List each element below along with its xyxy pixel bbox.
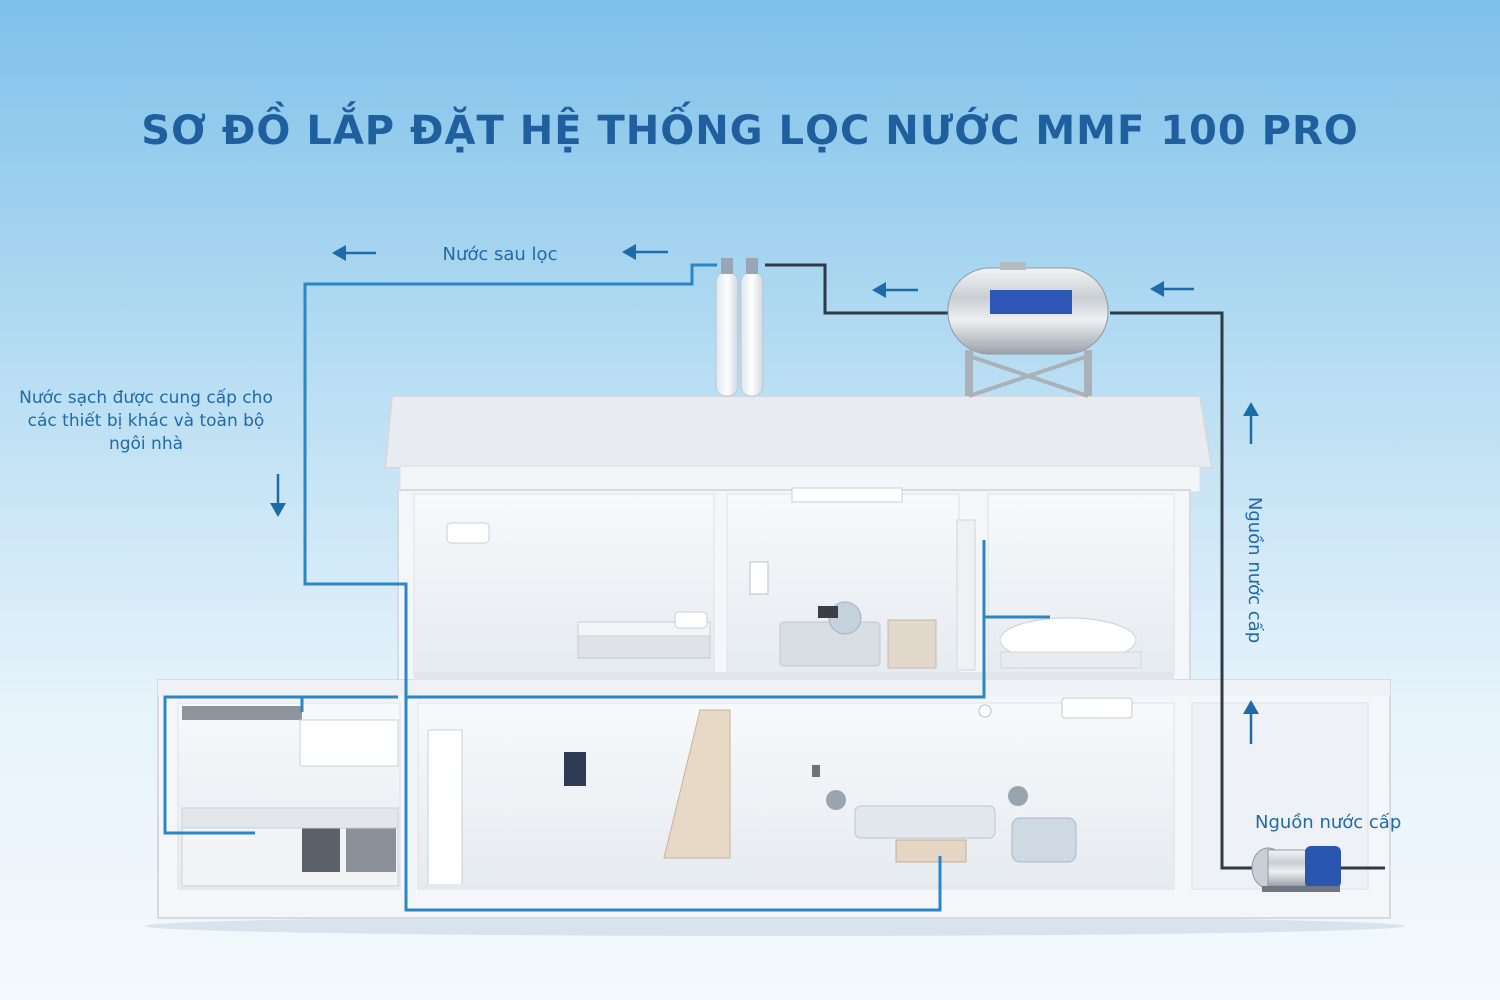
left-arrow-icon [622,244,668,260]
up-arrow-icon [1243,700,1259,744]
label-water-source-vertical: Nguồn nước cấp [1244,496,1265,644]
left-arrow-icon [1150,281,1194,297]
water-tank-icon [947,262,1109,398]
up-arrow-icon [1243,402,1259,444]
raw-pipe-tank-to-filter [765,263,948,315]
raw-water-pipes [765,263,1385,870]
roof [383,395,1214,469]
left-arrow-icon [332,245,376,261]
clean-pipe-bath [406,540,986,699]
label-water-after-filter: Nước sau lọc [442,244,558,265]
filter-column-icon [715,258,764,397]
label-water-source: Nguồn nước cấp [1255,812,1402,833]
diagram-title: SƠ ĐỒ LẮP ĐẶT HỆ THỐNG LỌC NƯỚC MMF 100 … [141,108,1359,154]
house [145,395,1405,936]
clean-pipe-kitchen [163,695,398,835]
label-clean-water-supply: Nước sạch được cung cấp cho các thiết bị… [19,388,273,454]
left-arrow-icon [872,282,918,298]
clean-water-pipes [163,263,1050,912]
down-arrow-icon [270,474,286,517]
water-pump-icon [1251,846,1341,892]
clean-pipe-top [303,263,942,912]
raw-pipe-pump-to-tank [1110,311,1262,870]
